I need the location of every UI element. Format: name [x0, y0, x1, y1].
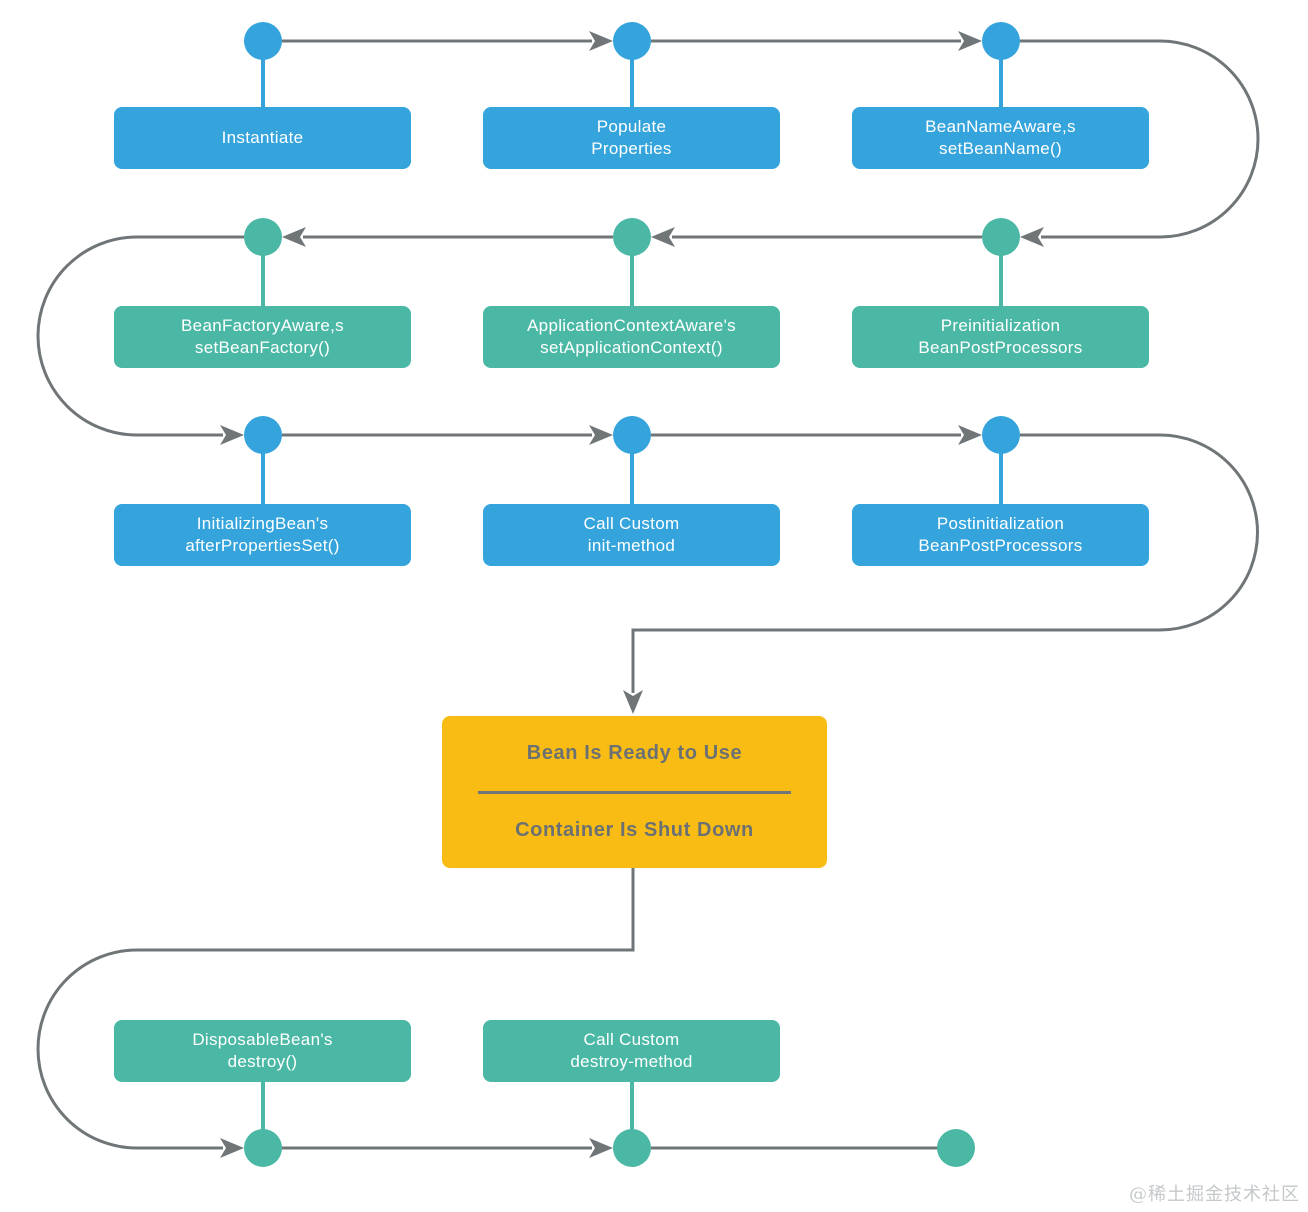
node-dot-instantiate	[244, 22, 282, 60]
step-label-line2: setBeanName()	[939, 139, 1062, 158]
node-dot-end	[937, 1129, 975, 1167]
step-label-line1: BeanNameAware,s	[925, 117, 1076, 136]
node-dot-populate-properties	[613, 22, 651, 60]
arrowhead-right	[589, 1138, 613, 1158]
divider-line	[478, 790, 791, 794]
node-dot-post-init-processors	[982, 416, 1020, 454]
step-label-line2: BeanPostProcessors	[918, 536, 1083, 555]
step-label-line2: BeanPostProcessors	[918, 338, 1083, 357]
step-label-line2: init-method	[587, 536, 676, 555]
node-dot-disposable-destroy	[244, 1129, 282, 1167]
step-label-line2: setBeanFactory()	[194, 338, 331, 357]
step-label-line2: Properties	[591, 139, 672, 158]
arrowhead-right	[589, 425, 613, 445]
step-label-line2: afterPropertiesSet()	[185, 536, 340, 555]
arrowhead-down	[623, 690, 643, 714]
step-box-call-destroy-method: Call Custom destroy-method	[483, 1020, 780, 1082]
step-box-populate-properties: Populate Properties	[483, 107, 780, 169]
step-box-after-properties-set: InitializingBean's afterPropertiesSet()	[114, 504, 411, 566]
step-box-pre-init-processors: Preinitialization BeanPostProcessors	[852, 306, 1149, 368]
step-label-line1: ApplicationContextAware's	[527, 316, 736, 335]
step-box-call-init-method: Call Custom init-method	[483, 504, 780, 566]
watermark-text: @稀土掘金技术社区	[1129, 1184, 1300, 1205]
step-label-line2: destroy()	[227, 1052, 298, 1071]
bean-ready-label: Bean Is Ready to Use	[526, 741, 743, 764]
connector-left-uturn-bottom	[36, 868, 635, 1150]
step-box-set-bean-factory: BeanFactoryAware,s setBeanFactory()	[114, 306, 411, 368]
node-dot-set-application-context	[613, 218, 651, 256]
bean-ready-shutdown-box: Bean Is Ready to Use Container Is Shut D…	[442, 716, 827, 868]
node-dot-call-init-method	[613, 416, 651, 454]
step-label-line2: destroy-method	[570, 1052, 693, 1071]
node-dot-after-properties-set	[244, 416, 282, 454]
node-dot-set-bean-name	[982, 22, 1020, 60]
connector-right-uturn-to-ready	[631, 433, 1259, 693]
node-dot-pre-init-processors	[982, 218, 1020, 256]
arrowhead-left	[282, 227, 306, 247]
arrowhead-right	[589, 31, 613, 51]
connector-left-uturn-mid	[36, 235, 244, 437]
step-label-line1: Postinitialization	[936, 514, 1065, 533]
arrowhead-left	[1020, 227, 1044, 247]
arrowhead-right	[958, 425, 982, 445]
arrowhead-right	[958, 31, 982, 51]
connector-right-uturn-top	[1020, 39, 1260, 239]
step-label-line1: DisposableBean's	[192, 1030, 333, 1049]
step-box-post-init-processors: Postinitialization BeanPostProcessors	[852, 504, 1149, 566]
arrowhead-left	[651, 227, 675, 247]
container-shutdown-label: Container Is Shut Down	[515, 819, 754, 842]
step-box-disposable-destroy: DisposableBean's destroy()	[114, 1020, 411, 1082]
node-dot-set-bean-factory	[244, 218, 282, 256]
step-label-line1: Call Custom	[583, 514, 680, 533]
step-label-line1: Populate	[596, 117, 667, 136]
node-dot-call-destroy-method	[613, 1129, 651, 1167]
step-label-line1: Preinitialization	[940, 316, 1061, 335]
arrowhead-right	[220, 1138, 244, 1158]
step-box-instantiate: Instantiate	[114, 107, 411, 169]
step-label-line1: InitializingBean's	[196, 514, 329, 533]
arrowhead-right	[220, 425, 244, 445]
step-box-set-application-context: ApplicationContextAware's setApplication…	[483, 306, 780, 368]
step-label-line1: Call Custom	[583, 1030, 680, 1049]
step-label-line1: Instantiate	[221, 128, 304, 147]
step-label-line2: setApplicationContext()	[540, 338, 723, 357]
step-label-line1: BeanFactoryAware,s	[181, 316, 344, 335]
step-box-set-bean-name: BeanNameAware,s setBeanName()	[852, 107, 1149, 169]
